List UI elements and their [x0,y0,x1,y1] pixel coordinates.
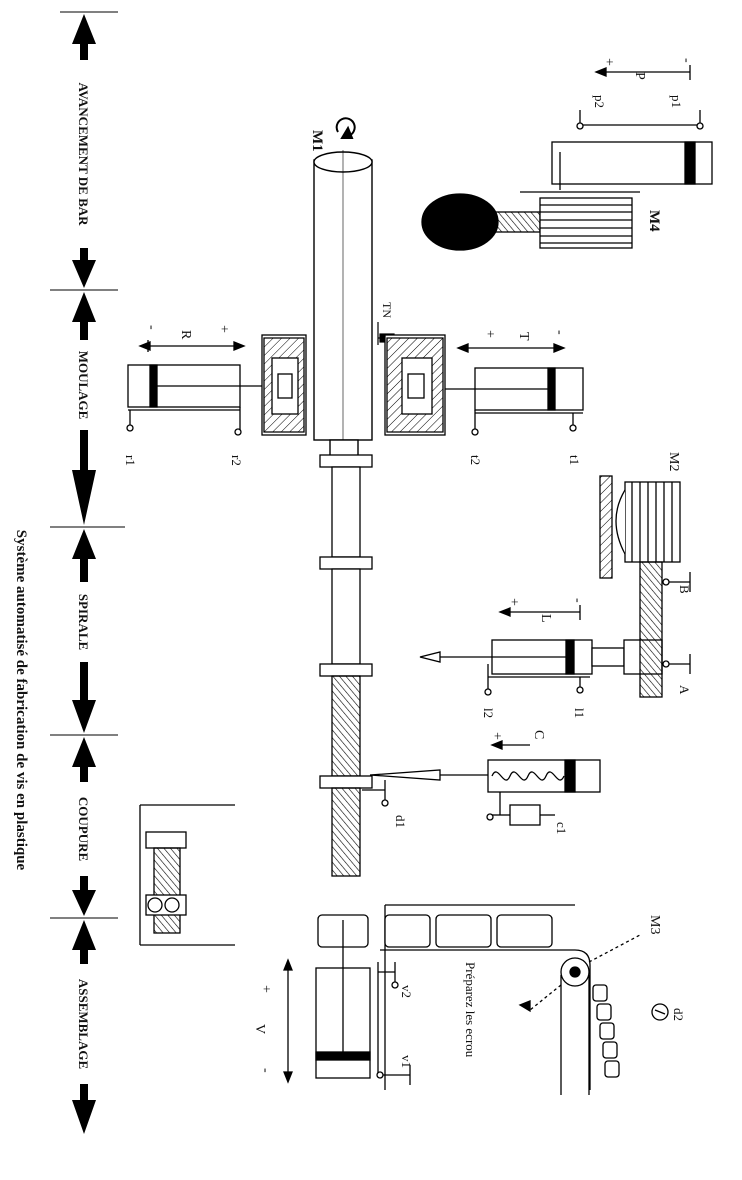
sensor-t1: t1 [567,455,582,465]
sensor-c1: c1 [554,822,569,834]
sensor-d1-label: d1 [393,815,408,828]
stage-label: ASSEMBLAGE [76,979,91,1069]
main-bar [313,150,373,461]
sensor-ab [662,572,691,674]
cylinder-r [126,364,262,436]
mold-left [261,334,307,436]
cylinder-p-plus: + [601,58,616,66]
cylinder-l-minus: - [570,598,585,603]
cylinder-l-label: L [538,614,553,623]
cylinder-c-label: C [531,730,546,739]
cylinder-v-minus: - [258,1068,273,1073]
motor-m2 [599,475,681,698]
cylinder-r-plus: + [216,325,231,333]
arrow-p [594,65,691,80]
sensor-r2: r2 [229,455,244,466]
motor-m1-label: M1 [309,130,325,152]
d1-sensor [362,780,389,807]
sensor-v2: v2 [399,985,414,998]
cylinder-l-plus: + [506,598,521,606]
sensor-p1: p1 [669,95,684,108]
bar-segments [319,454,373,877]
sensor-a-label: A [677,685,692,695]
sensor-t2: t2 [468,455,483,465]
stage-bar [50,11,125,1134]
arrow-t [456,343,566,353]
cylinder-r-label: R [178,330,193,340]
motor-m4-label: M4 [646,210,662,232]
cylinder-p-minus: - [679,58,694,63]
sensor-l1: l1 [572,708,587,718]
arrow-v [283,958,293,1084]
sensor-l2: l2 [481,708,496,718]
coupure-detail [139,804,235,946]
motor-m4 [421,191,640,251]
cylinder-t [445,367,584,436]
cylinder-v [315,920,411,1085]
cylinder-l [419,639,663,696]
stage-label: COUPURE [76,797,91,861]
sensor-r1: r1 [123,455,138,466]
rotation-icon [335,117,356,139]
cylinder-v-plus: + [258,985,273,993]
stage-label: MOULAGE [76,351,91,420]
arrow-r [138,340,246,352]
d2-sensor [518,1000,669,1021]
cylinder-r-minus: - [144,325,159,330]
motor-m3-label: M3 [647,915,662,934]
sensor-d2-label: d2 [671,1008,686,1021]
sensor-v1: v1 [399,1055,414,1068]
tn-label: TN [380,302,394,318]
stage-label: AVANCEMENT DE BAR [76,82,91,226]
nut-prep-text: Préparez les ecrou [463,962,478,1058]
cylinder-c-plus: + [489,732,504,740]
diagram-title: Système automatisé de fabrication de vis… [13,530,29,871]
sensor-p2: p2 [592,95,607,108]
motor-m2-label: M2 [666,452,681,471]
arrow-c [490,740,530,750]
cutter-c [369,759,601,826]
mold-right [384,334,446,436]
stage-label: SPIRALE [76,594,91,650]
cylinder-p [551,110,713,190]
cylinder-t-minus: - [552,330,567,335]
cylinder-t-label: T [516,332,531,341]
cylinder-t-plus: + [482,330,497,338]
sensor-b-label: B [677,585,692,594]
conveyor-m3 [529,934,641,1095]
arrow-l [498,605,581,620]
cylinder-p-label: P [632,72,647,80]
cylinder-v-label: V [252,1024,267,1034]
